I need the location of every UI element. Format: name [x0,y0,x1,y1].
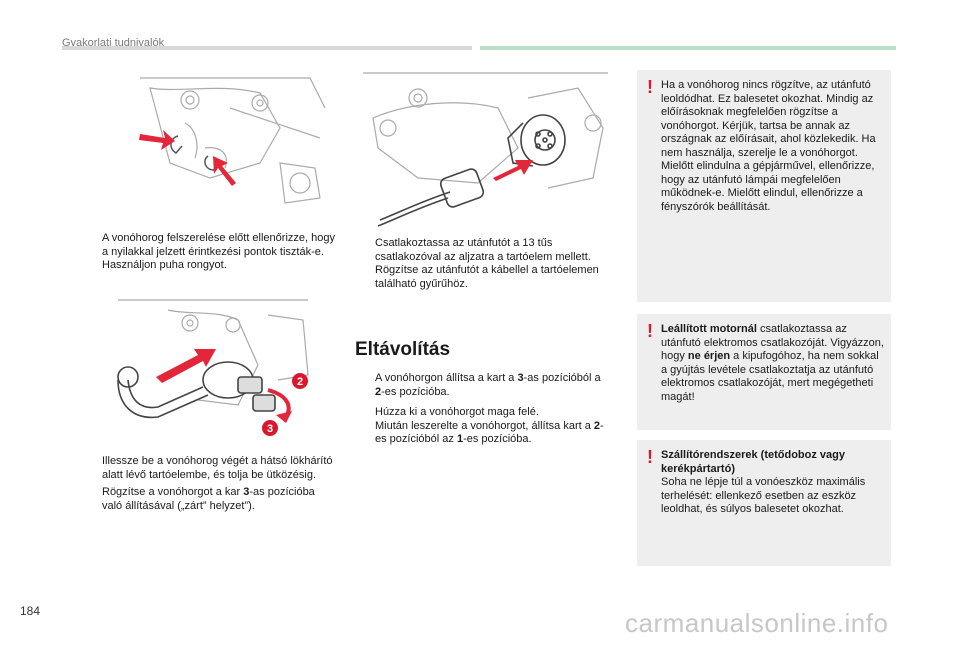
bullet-icon [361,264,375,291]
warning-title: Szállítórendszerek (tetődoboz vagy kerék… [661,449,845,475]
warning-box-fixing: ! Ha a vonóhorog nincs rögzítve, az után… [637,70,891,302]
instruction-removal: A vonóhorgon állítsa a kart a 3-as pozíc… [361,372,606,451]
watermark: carmanualsonline.info [625,608,889,638]
figure-contact-points [110,68,330,213]
callout-2: 2 [297,376,303,388]
section-heading-removal: Eltávolítás [355,339,451,360]
warning-box-transport: ! Szállítórendszerek (tetődoboz vagy ker… [637,440,891,566]
exclamation-icon: ! [647,447,653,467]
header-rule [62,46,472,50]
instruction-insert: Illessze be a vonóhorog végét a hátsó lö… [88,455,338,517]
callout-3: 3 [267,423,273,435]
bullet-icon [88,455,102,482]
exclamation-icon: ! [647,321,653,341]
figure-connector [358,68,613,228]
header-rule-accent [480,46,896,50]
instruction-connect: Csatlakoztassa az utánfutót a 13 tűs csa… [361,237,601,295]
bullet-icon [361,406,375,420]
warning-body: Soha ne lépje túl a vonóeszköz maximális… [661,476,866,515]
bullet-icon [88,486,102,513]
exclamation-icon: ! [647,77,653,97]
bullet-icon [361,420,375,447]
instruction-contact-check: A vonóhorog felszerelése előtt ellenőriz… [88,232,336,277]
bullet-icon [88,232,102,273]
bullet-icon [361,237,375,264]
bullet-icon [361,372,375,399]
page-number: 184 [20,604,41,618]
warning-box-electrical: ! Leállított motornál csatlakoztassa az … [637,314,891,430]
figure-insert-towball: 2 3 [108,295,318,440]
